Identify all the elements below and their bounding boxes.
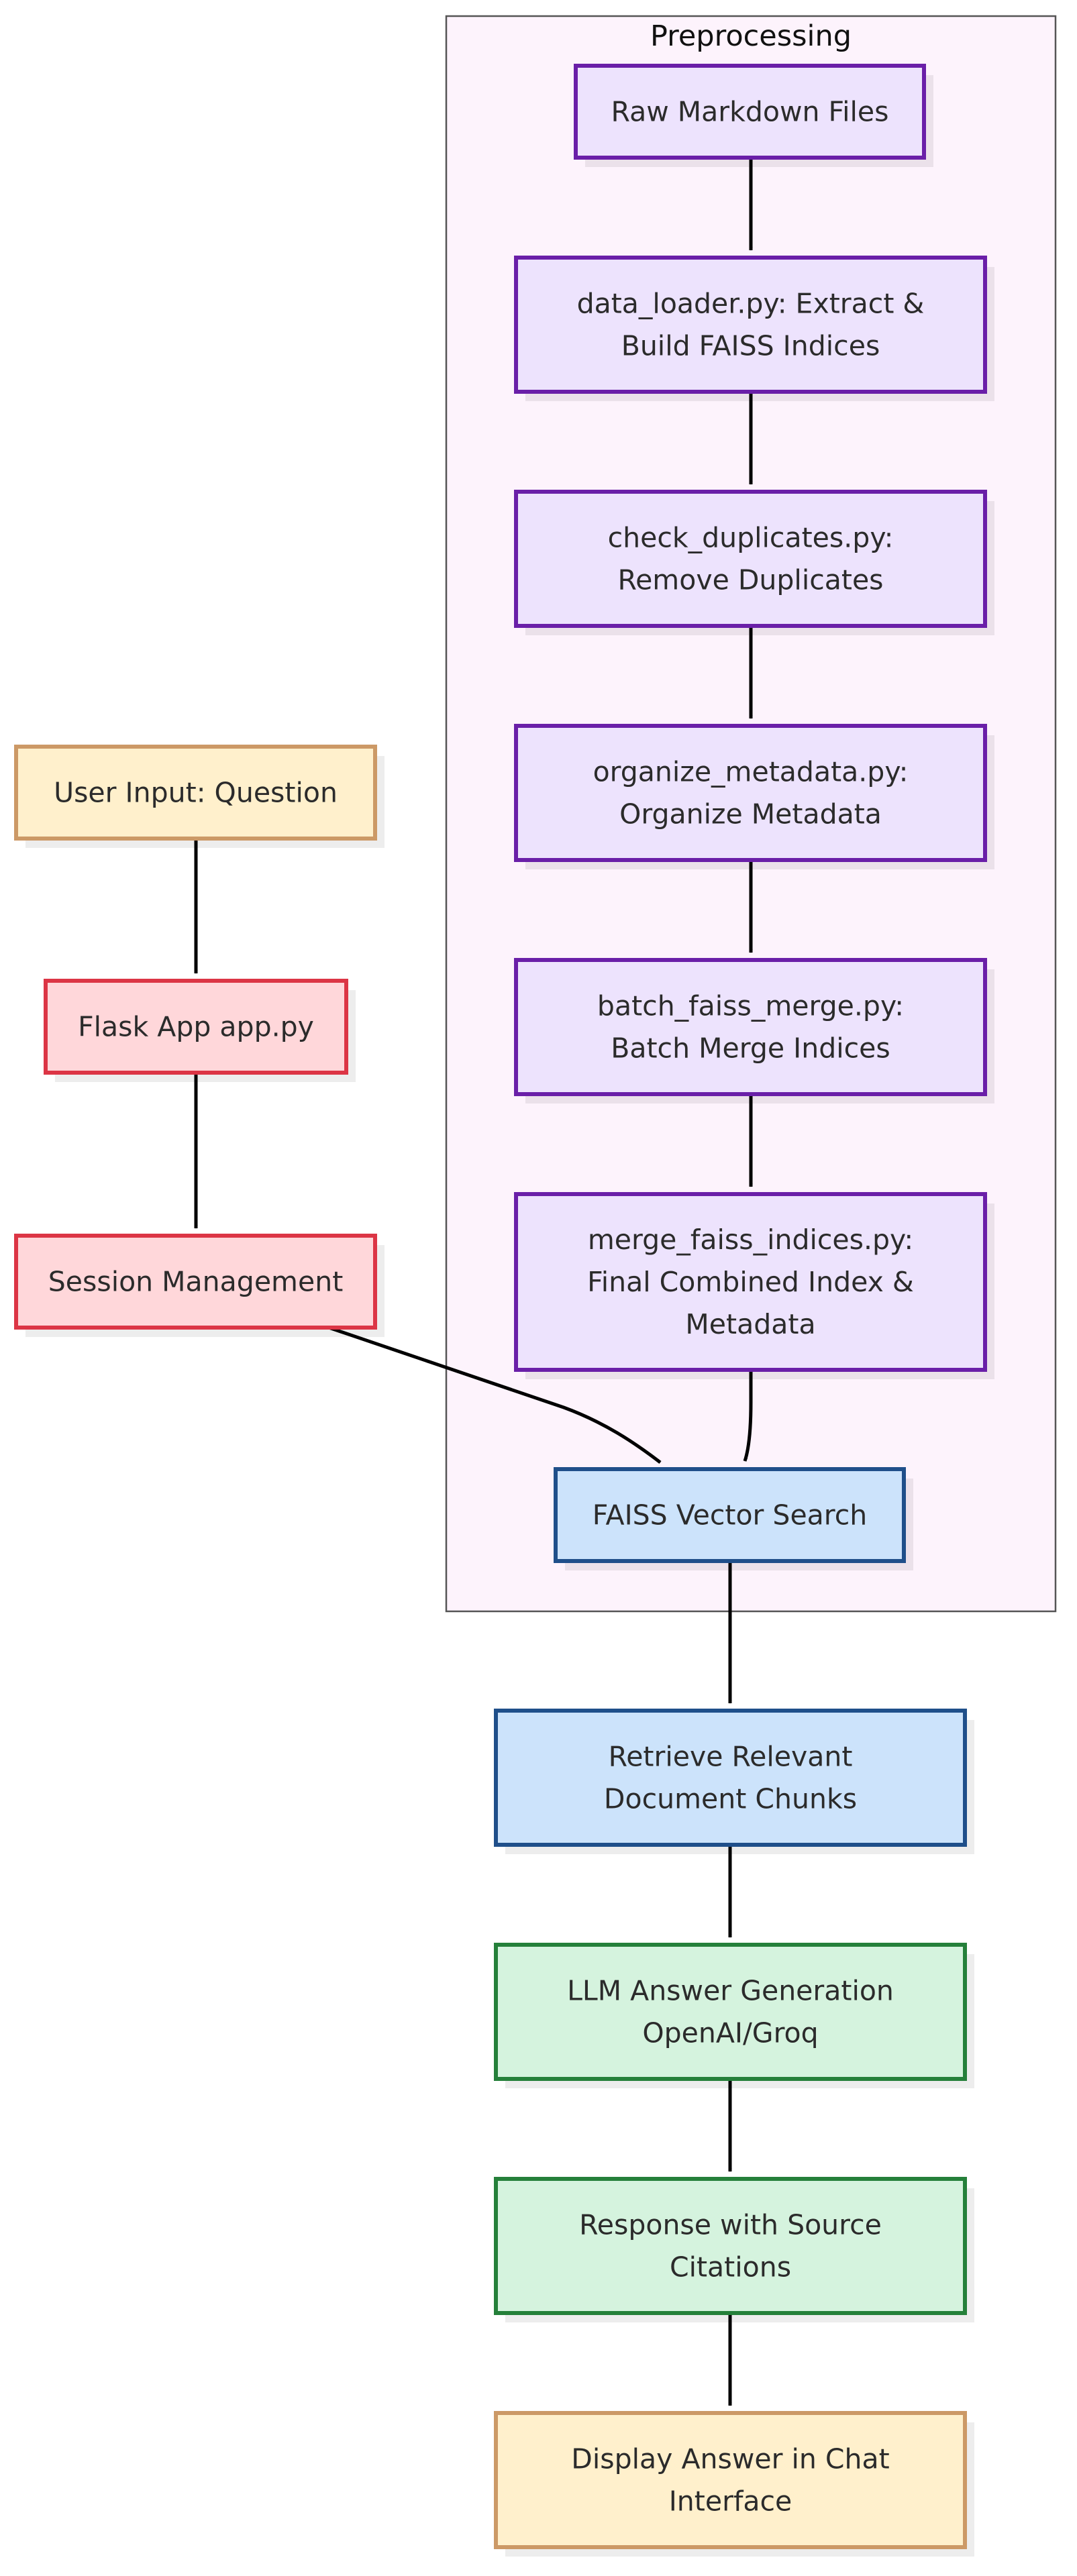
node-batch-merge: batch_faiss_merge.py: Batch Merge Indices xyxy=(514,958,994,1104)
node-label-line: Build FAISS Indices xyxy=(621,330,880,362)
node-merge-indices: merge_faiss_indices.py: Final Combined In… xyxy=(514,1192,994,1379)
node-label-line: Retrieve Relevant xyxy=(609,1741,853,1773)
edges xyxy=(194,158,753,2406)
node-label-line: Batch Merge Indices xyxy=(611,1032,890,1065)
node-raw-markdown: Raw Markdown Files xyxy=(574,64,933,167)
node-label-line: Raw Markdown Files xyxy=(611,96,888,128)
node-label-line: data_loader.py: Extract & xyxy=(577,288,925,320)
node-box xyxy=(494,1709,967,1847)
node-box xyxy=(494,2177,967,2315)
node-label-line: organize_metadata.py: xyxy=(593,756,909,788)
node-label-line: Document Chunks xyxy=(604,1783,857,1815)
node-box xyxy=(14,1234,377,1330)
node-label-line: Response with Source xyxy=(579,2209,882,2241)
node-label-line: Interface xyxy=(669,2485,792,2518)
node-box xyxy=(514,724,987,862)
node-box xyxy=(514,256,987,394)
node-label-line: OpenAI/Groq xyxy=(642,2017,818,2049)
node-check-duplicates: check_duplicates.py: Remove Duplicates xyxy=(514,490,994,635)
node-label-line: Remove Duplicates xyxy=(617,564,883,596)
nodes: Raw Markdown Files data_loader.py: Extrac… xyxy=(14,64,994,2557)
node-faiss-search: FAISS Vector Search xyxy=(554,1467,913,1570)
node-label-line: Citations xyxy=(670,2251,791,2284)
cluster-title: Preprocessing xyxy=(650,19,852,53)
node-box xyxy=(514,958,987,1096)
node-organize-metadata: organize_metadata.py: Organize Metadata xyxy=(514,724,994,869)
node-box xyxy=(574,64,926,160)
node-label-line: Display Answer in Chat xyxy=(571,2443,889,2475)
node-label-line: Flask App app.py xyxy=(78,1011,314,1043)
node-label-line: FAISS Vector Search xyxy=(593,1499,868,1532)
node-box xyxy=(494,2411,967,2549)
edge-merge-indices-to-faiss-search xyxy=(743,1370,753,1462)
node-box xyxy=(494,1943,967,2081)
node-label-line: check_duplicates.py: xyxy=(608,522,894,554)
edge-session-to-faiss-search xyxy=(328,1326,662,1464)
node-label-line: batch_faiss_merge.py: xyxy=(597,990,904,1022)
node-box xyxy=(514,1192,987,1372)
node-box xyxy=(14,745,377,841)
node-data-loader: data_loader.py: Extract & Build FAISS Ind… xyxy=(514,256,994,401)
node-session: Session Management xyxy=(14,1234,384,1337)
node-label-line: Final Combined Index & xyxy=(587,1266,914,1298)
node-label-line: LLM Answer Generation xyxy=(567,1975,894,2007)
node-box xyxy=(554,1467,906,1563)
node-box xyxy=(514,490,987,628)
node-label-line: Metadata xyxy=(685,1308,815,1340)
node-label-line: merge_faiss_indices.py: xyxy=(588,1224,913,1256)
node-label-line: Session Management xyxy=(48,1266,344,1298)
node-label-line: User Input: Question xyxy=(54,777,338,809)
node-flask-app: Flask App app.py xyxy=(44,979,356,1082)
node-box xyxy=(44,979,348,1075)
node-label-line: Organize Metadata xyxy=(619,798,882,830)
node-user-input: User Input: Question xyxy=(14,745,384,848)
